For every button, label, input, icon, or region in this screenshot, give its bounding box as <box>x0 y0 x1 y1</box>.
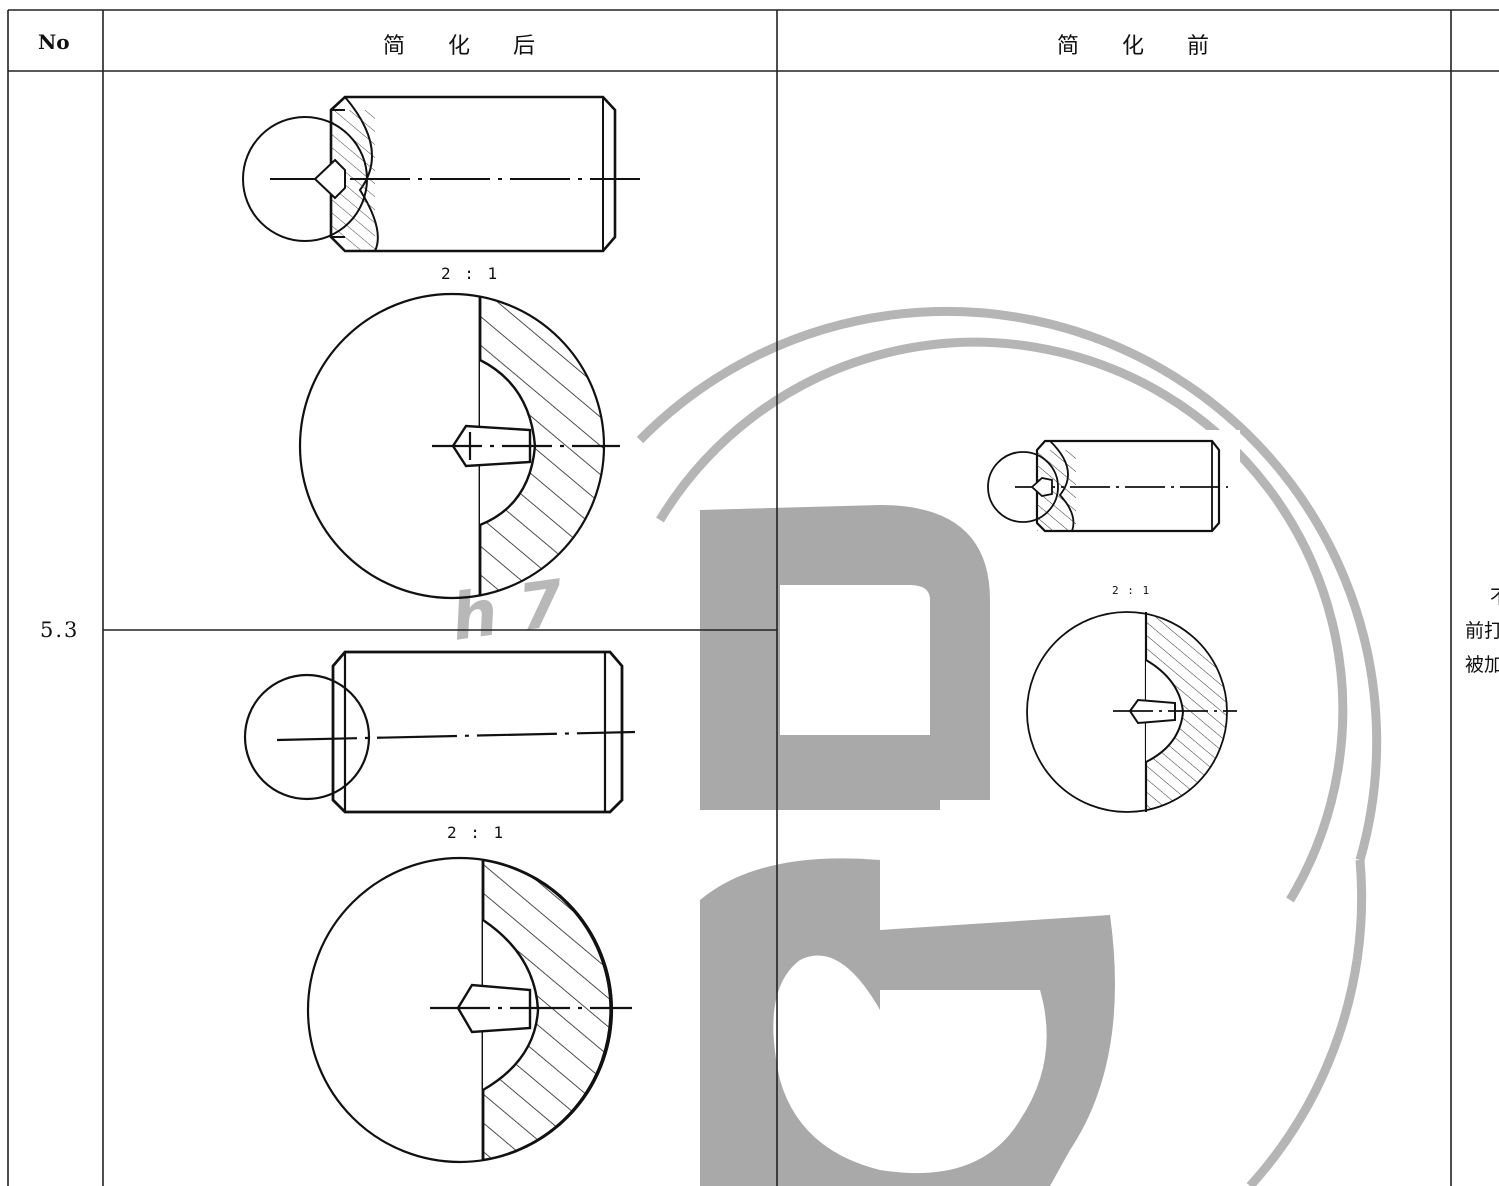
row-number: 5.3 <box>40 618 80 642</box>
header-before: 简 化 前 <box>1057 34 1227 59</box>
note-fragment: 前打 <box>1465 620 1499 642</box>
note-fragment: 被加 <box>1465 654 1499 676</box>
after-bottom-part <box>243 650 636 814</box>
note-fragment: 不 <box>1490 580 1499 614</box>
header-no: No <box>38 30 70 54</box>
scale-label-after-top: 2 : 1 <box>441 264 500 283</box>
scale-label-before: 2 : 1 <box>1112 584 1151 597</box>
after-top-part <box>242 95 640 253</box>
header-after: 简 化 后 <box>383 34 553 59</box>
after-bottom-detail <box>306 856 632 1164</box>
scale-label-after-bottom: 2 : 1 <box>447 823 506 842</box>
after-top-detail <box>298 292 620 600</box>
